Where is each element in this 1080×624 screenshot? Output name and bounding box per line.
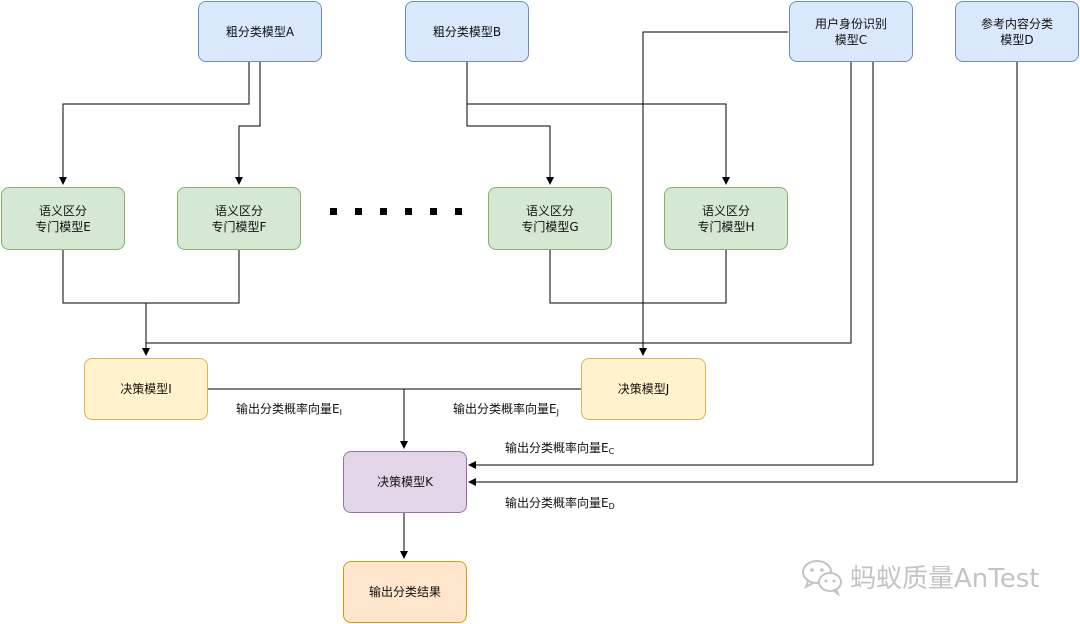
node-model-g-line1: 语义区分 xyxy=(525,203,574,218)
edge-label-ec-sub: C xyxy=(608,447,615,456)
edge-e-to-i xyxy=(62,250,240,304)
ellipsis-dot xyxy=(380,208,387,215)
edge-label-ej-text: 输出分类概率向量E xyxy=(453,402,557,416)
ellipsis-dot xyxy=(405,208,412,215)
watermark-text: 蚂蚁质量AnTest xyxy=(850,563,1040,594)
node-model-j-label: 决策模型J xyxy=(617,382,670,396)
edge-c-to-i xyxy=(146,62,852,344)
ellipsis-dot xyxy=(330,208,337,215)
node-result: 输出分类结果 xyxy=(343,561,467,623)
node-model-a-label: 粗分类模型A xyxy=(225,24,295,39)
node-model-d-line2: 模型D xyxy=(1000,32,1034,47)
ellipsis-dots xyxy=(330,208,462,220)
node-model-a: 粗分类模型A xyxy=(198,1,322,62)
edge-label-ei-text: 输出分类概率向量E xyxy=(236,402,340,416)
node-model-h-line2: 专门模型H xyxy=(697,219,755,234)
node-model-f-line1: 语义区分 xyxy=(214,203,263,218)
node-result-label: 输出分类结果 xyxy=(368,585,441,599)
edge-b-to-h xyxy=(467,103,730,185)
edge-label-ed-sub: D xyxy=(608,502,615,511)
edge-label-ec: 输出分类概率向量EC xyxy=(505,441,614,459)
node-model-e-line2: 专门模型E xyxy=(35,219,91,234)
edge-label-ec-text: 输出分类概率向量E xyxy=(505,441,609,455)
node-model-c-line1: 用户身份识别 xyxy=(814,16,887,31)
node-model-i: 决策模型I xyxy=(84,358,208,420)
node-model-e-line1: 语义区分 xyxy=(38,203,87,218)
edge-a-to-f xyxy=(235,62,261,185)
edge-label-ej: 输出分类概率向量EJ xyxy=(453,402,559,420)
edge-label-ed: 输出分类概率向量ED xyxy=(505,496,615,514)
ellipsis-dot xyxy=(355,208,362,215)
edge-c-to-j xyxy=(639,31,788,356)
watermark: 蚂蚁质量AnTest xyxy=(800,556,1039,596)
node-model-k: 决策模型K xyxy=(343,451,467,513)
node-model-c-line2: 模型C xyxy=(834,32,868,47)
node-model-i-label: 决策模型I xyxy=(120,382,172,396)
edge-d-to-k xyxy=(468,62,1018,486)
node-model-h: 语义区分 专门模型H xyxy=(664,187,788,250)
edge-label-ej-sub: J xyxy=(556,408,559,417)
node-model-d: 参考内容分类 模型D xyxy=(955,1,1079,62)
edge-gh-merge xyxy=(549,250,727,304)
node-model-f-line2: 专门模型F xyxy=(211,219,267,234)
node-model-g: 语义区分 专门模型G xyxy=(488,187,612,250)
node-model-g-line2: 专门模型G xyxy=(521,219,579,234)
node-model-c: 用户身份识别 模型C xyxy=(789,1,913,62)
wechat-icon xyxy=(802,560,842,596)
ellipsis-dot xyxy=(430,208,437,215)
node-model-d-line1: 参考内容分类 xyxy=(980,16,1053,31)
edge-b-to-g xyxy=(466,62,554,185)
node-model-f: 语义区分 专门模型F xyxy=(177,187,301,250)
node-model-b-label: 粗分类模型B xyxy=(432,24,502,39)
node-model-e: 语义区分 专门模型E xyxy=(1,187,125,250)
ellipsis-dot xyxy=(455,208,462,215)
node-model-k-label: 决策模型K xyxy=(377,475,433,489)
node-model-h-line1: 语义区分 xyxy=(701,203,750,218)
edge-label-ed-text: 输出分类概率向量E xyxy=(505,496,609,510)
node-model-j: 决策模型J xyxy=(581,358,706,420)
edge-label-ei-sub: I xyxy=(339,408,342,417)
edge-c-to-k xyxy=(468,62,874,469)
edge-a-to-e xyxy=(59,62,250,185)
edge-label-ei: 输出分类概率向量EI xyxy=(236,402,342,420)
node-model-b: 粗分类模型B xyxy=(405,1,529,62)
